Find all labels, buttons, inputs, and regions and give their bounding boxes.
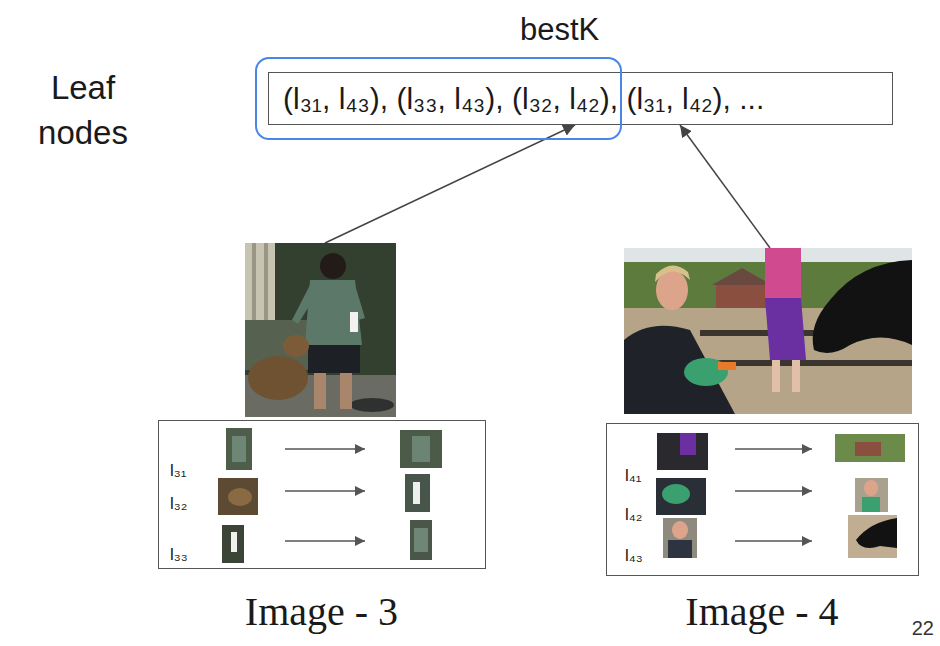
side-label: Leaf nodes [12,66,154,155]
node-text: (l₃₁, l₄₃), (l₃₃, l₄₃), (l₃₂, l₄₂), (l₃₁… [283,73,764,124]
thumbnail [410,520,432,560]
barn-roof [712,268,772,285]
thumbnail [400,430,442,468]
thumbnail-detail [855,442,881,456]
panel-border [159,421,486,569]
thumbnail-detail [228,488,252,506]
man-leg [340,373,352,409]
connector-arrow [325,125,575,243]
thumbnail-panel-4 [607,424,919,576]
thumbnail-detail [668,540,692,558]
thumbnail-detail [414,528,428,552]
man-jacket [624,326,735,414]
girl-leg [792,360,800,392]
thumbnail [218,478,258,515]
thumbnail [663,518,697,558]
photo-ground [245,243,396,417]
held-object [350,312,358,332]
man-shorts [308,345,360,373]
bestk-region: bestK [255,57,622,140]
thumbnail-detail [856,518,897,548]
thumbnail-detail [680,433,696,455]
thumbnail-detail [232,436,246,462]
thumbnail-detail [862,497,880,512]
thumbnail [656,478,706,515]
node-text: Image - 4 [606,590,918,634]
node-text: bestK [520,11,599,49]
mapping-arrow [735,448,812,450]
node-text: l₄₂ [625,505,642,525]
thumbnail-detail [413,482,420,504]
thumbnail [405,474,430,512]
image-column: l₃₁ l₃₂ l₃₃ Image - 3 [158,243,485,643]
thumbnail [855,478,888,512]
girl-top [765,248,801,298]
mapping-arrow [285,540,365,542]
man-head [320,253,346,279]
image-column: l₄₁ l₄₂ l₄₃ Image - 4 [606,248,918,644]
photo-image-3 [245,243,396,417]
girl-pants [765,298,806,360]
thumbnail-detail [662,484,690,504]
girl-leg [772,360,780,392]
photo-sky [624,248,912,414]
thumbnail-detail [672,521,688,539]
connector-arrow [680,125,770,248]
node-text: Image - 3 [158,590,485,634]
node-text: l₄₃ [625,546,643,566]
photo-image-4 [624,248,912,414]
dog-body [248,356,308,400]
node-text: l₃₂ [170,494,187,514]
man-arm [292,285,316,324]
barn [716,285,770,310]
panel-border [607,424,919,576]
thumbnail-detail [864,480,878,496]
leaf-sequence-box: (l₃₁, l₄₃), (l₃₃, l₄₃), (l₃₂, l₄₂), (l₃₁… [268,72,893,125]
node-text: l₃₃ [170,545,188,565]
mapping-arrow [735,490,812,492]
page-number: 22 [900,616,934,640]
thumbnail [848,515,897,558]
man-hair [655,265,690,282]
thumbnail-detail [231,532,237,552]
mapping-arrow [735,540,812,542]
thumbnail [657,433,708,470]
dog-head [283,335,309,357]
thumbnail [835,434,905,462]
thumbnail-detail [412,436,430,462]
node-text: l₃₁ [170,461,186,481]
thumbnail-panel-3 [159,421,486,569]
thumbnail [222,525,244,563]
horse-head [813,260,912,353]
floor-mat [350,398,394,412]
mapping-arrow [285,490,365,492]
mapping-arrow [285,448,365,450]
node-text: l₄₁ [625,466,641,486]
man-leg [314,373,326,409]
thumbnail [226,428,252,470]
orange-toy [718,362,736,370]
